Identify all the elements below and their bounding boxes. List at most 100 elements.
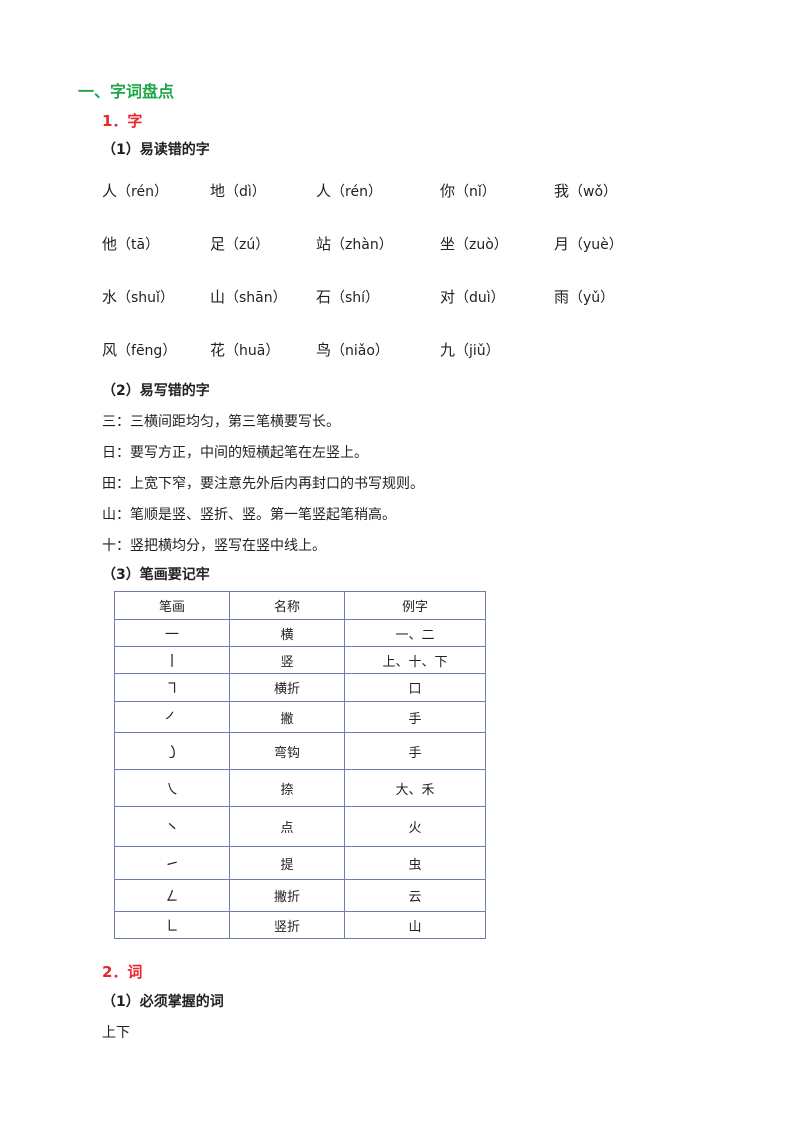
example-cell: 大、禾 [344,769,486,807]
stroke-cell: ㇕ [114,673,230,702]
section-title: 一、字词盘点 [78,82,175,101]
character: 对 [440,288,456,306]
table-row: ㇑竖上、十、下 [114,646,486,674]
pinyin: （yuè） [569,237,623,253]
character: 风 [102,341,118,359]
pinyin-entry: 他（tā） [102,233,159,254]
writing-note: 日：要写方正，中间的短横起笔在左竖上。 [102,445,368,461]
table-row: ㇕横折口 [114,673,486,702]
pinyin-entry: 风（fēng） [102,339,176,360]
pinyin-entry: 九（jiǔ） [440,339,500,360]
part-title-strokes: （3）笔画要记牢 [102,567,210,583]
stroke-cell: ㇀ [114,846,230,880]
word-list-line: 上下 [102,1025,130,1041]
pinyin-entry: 坐（zuò） [440,233,508,254]
stroke-name-cell: 点 [229,806,345,847]
table-row: ㇏捺大、禾 [114,769,486,807]
character: 花 [210,341,226,359]
part-title-required-words: （1）必须掌握的词 [102,994,224,1010]
example-cell: 手 [344,701,486,733]
pinyin-entry: 鸟（niǎo） [316,339,389,360]
example-cell: 云 [344,879,486,912]
table-row: ㇀提虫 [114,846,486,880]
character: 月 [554,235,570,253]
character: 地 [210,182,226,200]
example-cell: 火 [344,806,486,847]
stroke-name-cell: 撇折 [229,879,345,912]
pinyin: （duì） [455,290,505,306]
character: 山 [210,288,226,306]
table-header-row: 笔画 名称 例字 [114,591,486,620]
pinyin-entry: 站（zhàn） [316,233,393,254]
pinyin: （shuǐ） [117,290,174,306]
example-cell: 上、十、下 [344,646,486,674]
character: 九 [440,341,456,359]
pinyin-entry: 我（wǒ） [554,180,617,201]
pinyin-entry: 花（huā） [210,339,279,360]
pinyin: （tā） [117,237,160,253]
example-cell: 虫 [344,846,486,880]
example-cell: 手 [344,732,486,770]
stroke-cell: ㇜ [114,879,230,912]
pinyin-entry: 雨（yǔ） [554,286,614,307]
stroke-cell: ㇑ [114,646,230,674]
character: 鸟 [316,341,332,359]
character: 足 [210,235,226,253]
pinyin-entry: 水（shuǐ） [102,286,174,307]
stroke-cell: ㇔ [114,806,230,847]
pinyin-entry: 地（dì） [210,180,266,201]
pinyin: （yǔ） [569,290,615,306]
writing-note: 十：竖把横均分，竖写在竖中线上。 [102,538,326,554]
character: 站 [316,235,332,253]
column-header-name: 名称 [229,591,345,620]
pinyin-entry: 月（yuè） [554,233,623,254]
table-row: ㇜撇折云 [114,879,486,912]
character: 你 [440,182,456,200]
pinyin: （zú） [225,237,270,253]
pinyin-entry: 你（nǐ） [440,180,496,201]
writing-note: 山：笔顺是竖、竖折、竖。第一笔竖起笔稍高。 [102,507,396,523]
stroke-name-cell: 竖折 [229,911,345,939]
strokes-table: 笔画 名称 例字 ㇐横一、二㇑竖上、十、下㇕横折口㇒撇手㇁弯钩手㇏捺大、禾㇔点火… [114,591,486,939]
table-row: ㇔点火 [114,806,486,847]
character: 人 [102,182,118,200]
character: 我 [554,182,570,200]
pinyin-entry: 对（duì） [440,286,505,307]
table-row: ㇁弯钩手 [114,732,486,770]
pinyin: （shān） [225,290,287,306]
part-title-misread-characters: （1）易读错的字 [102,142,210,158]
pinyin: （nǐ） [455,184,496,200]
stroke-cell: ㇗ [114,911,230,939]
writing-note: 田：上宽下窄，要注意先外后内再封口的书写规则。 [102,476,424,492]
pinyin: （wǒ） [569,184,618,200]
pinyin-entry: 石（shí） [316,286,379,307]
stroke-cell: ㇐ [114,619,230,647]
pinyin: （rén） [331,184,382,200]
pinyin-entry: 山（shān） [210,286,287,307]
pinyin: （jiǔ） [455,343,500,359]
column-header-example: 例字 [344,591,486,620]
stroke-cell: ㇏ [114,769,230,807]
example-cell: 口 [344,673,486,702]
column-header-stroke: 笔画 [114,591,230,620]
pinyin-entry: 人（rén） [316,180,382,201]
character: 雨 [554,288,570,306]
stroke-cell: ㇒ [114,701,230,733]
stroke-name-cell: 横折 [229,673,345,702]
character: 水 [102,288,118,306]
table-row: ㇗竖折山 [114,911,486,939]
table-row: ㇒撇手 [114,701,486,733]
subsection-title-characters: 1．字 [102,112,143,130]
pinyin: （zuò） [455,237,508,253]
character: 他 [102,235,118,253]
pinyin: （huā） [225,343,280,359]
pinyin: （niǎo） [331,343,389,359]
stroke-name-cell: 捺 [229,769,345,807]
stroke-name-cell: 弯钩 [229,732,345,770]
pinyin: （dì） [225,184,266,200]
character: 坐 [440,235,456,253]
pinyin: （rén） [117,184,168,200]
writing-note: 三：三横间距均匀，第三笔横要写长。 [102,414,340,430]
pinyin-entry: 足（zú） [210,233,269,254]
stroke-name-cell: 横 [229,619,345,647]
